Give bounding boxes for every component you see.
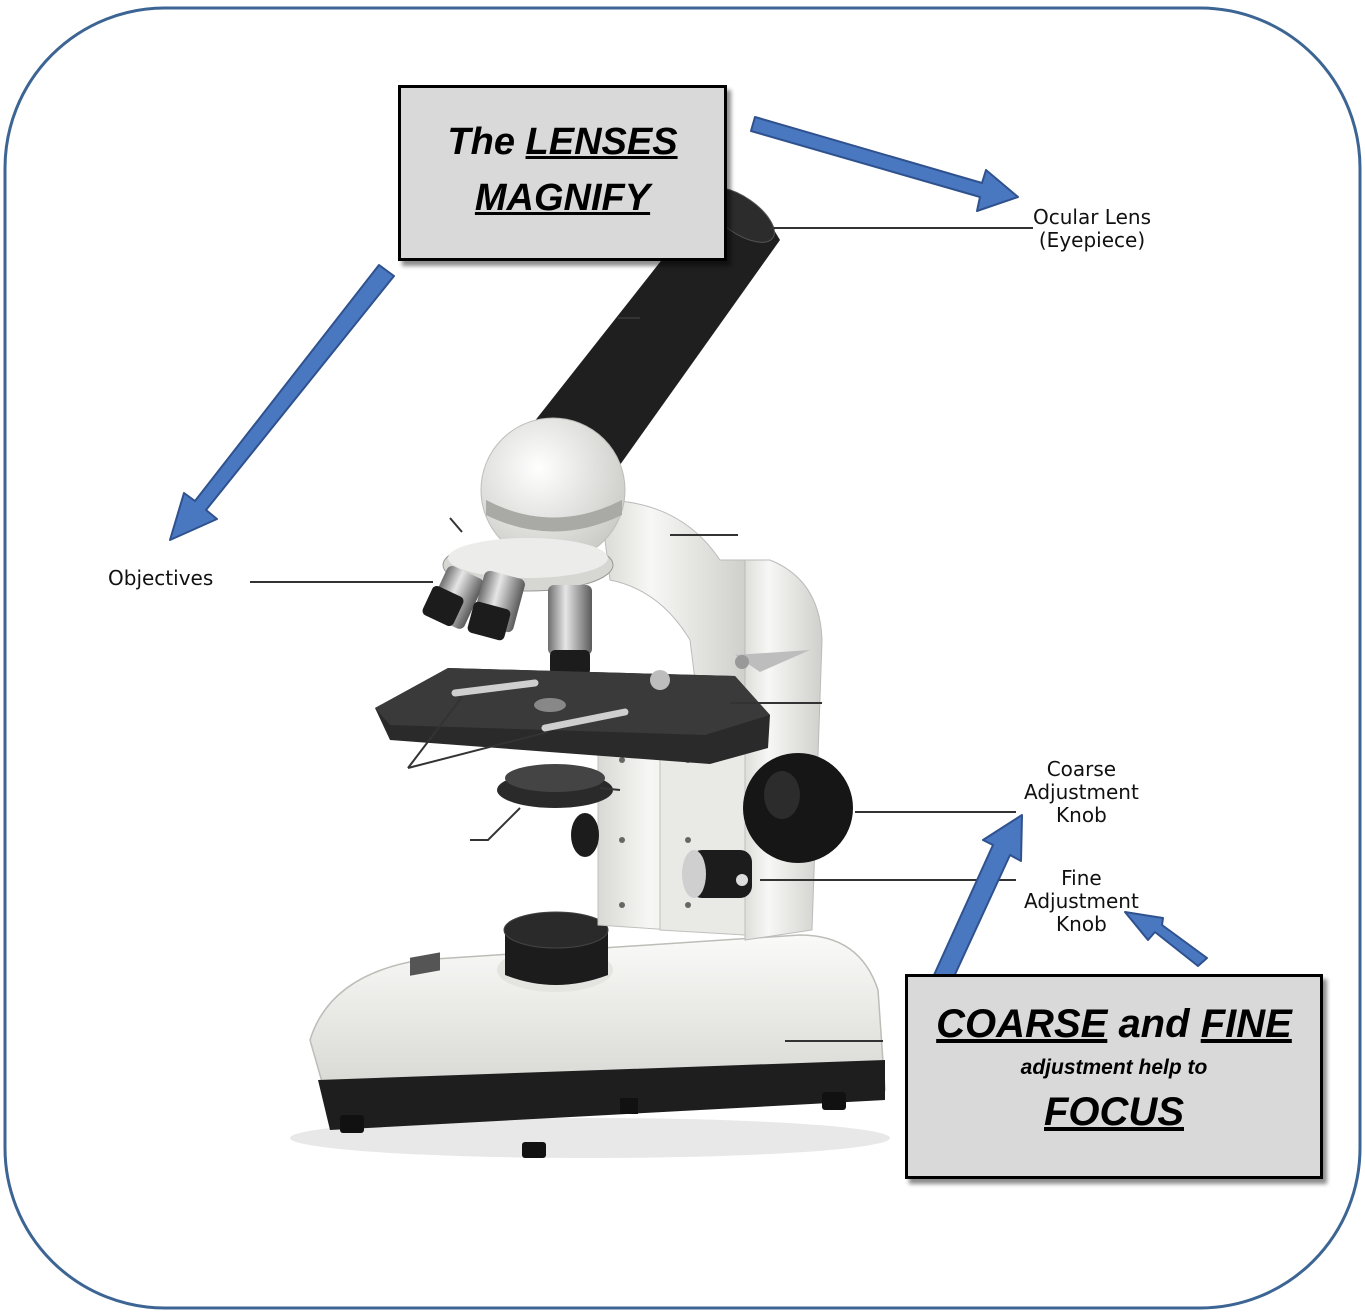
focus-callout-and: and [1118, 1002, 1189, 1046]
lenses-callout-line1: The LENSES [401, 114, 724, 170]
focus-callout-coarse: COARSE [936, 1002, 1107, 1046]
label-ocular-line2: (Eyepiece) [1033, 229, 1151, 252]
coarse-fine-focus-callout: COARSE and FINE adjustment help to FOCUS [905, 974, 1323, 1179]
arrow-to-coarse-knob [929, 815, 1022, 994]
label-coarse-line3: Knob [1024, 804, 1139, 827]
label-objectives: Objectives [108, 567, 213, 590]
focus-callout-middle: adjustment help to [908, 1051, 1320, 1085]
label-ocular-line1: Ocular Lens [1033, 206, 1151, 229]
lenses-callout-lenses: LENSES [526, 121, 678, 163]
label-fine-line3: Knob [1024, 913, 1139, 936]
microscope-illustration [290, 177, 890, 1158]
label-ocular-lens: Ocular Lens (Eyepiece) [1033, 206, 1151, 252]
lenses-callout-the: The [447, 121, 515, 163]
label-coarse-line2: Adjustment [1024, 781, 1139, 804]
arrow-to-ocular [751, 117, 1018, 211]
label-coarse-adjustment-knob: Coarse Adjustment Knob [1024, 758, 1139, 827]
label-fine-adjustment-knob: Fine Adjustment Knob [1024, 867, 1139, 936]
label-fine-line2: Adjustment [1024, 890, 1139, 913]
label-coarse-line1: Coarse [1024, 758, 1139, 781]
lenses-callout-magnify: MAGNIFY [401, 170, 724, 226]
focus-callout-focus: FOCUS [908, 1085, 1320, 1139]
label-fine-line1: Fine [1024, 867, 1139, 890]
lenses-magnify-callout: The LENSES MAGNIFY [398, 85, 727, 261]
focus-callout-fine: FINE [1201, 1002, 1292, 1046]
focus-callout-line1: COARSE and FINE [908, 997, 1320, 1051]
arrow-to-objectives [170, 265, 394, 540]
